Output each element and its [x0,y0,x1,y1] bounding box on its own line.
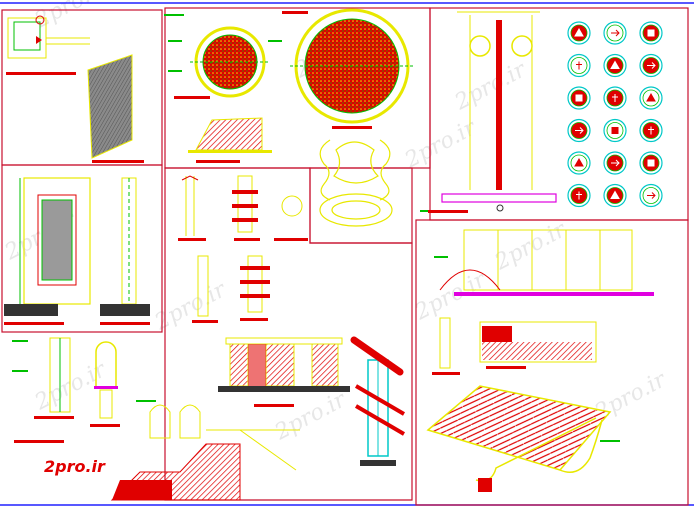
brand-logo-text: 2pro.ir [44,457,106,476]
sign-icon [603,53,627,78]
detail-g [426,229,654,492]
sign-icon [639,183,663,208]
sign-icon [639,21,663,45]
watermark-text: 2pro.ir [400,115,481,174]
detail-f [14,337,120,443]
detail-b [4,177,150,325]
sign-icon [603,118,627,143]
detail-e [110,175,406,501]
annotation-ticks [12,14,620,442]
sign-icon [639,151,663,175]
detail-d [428,11,557,213]
sign-icon-grid [567,21,663,208]
watermark-text: 2pro.ir [490,217,571,276]
sign-icon [603,151,627,175]
sign-icon [639,86,663,110]
detail-c [174,8,414,227]
watermark-text: 2pro.ir [270,387,351,446]
sign-icon [639,118,663,143]
watermark-text: 2pro.ir [410,267,491,326]
sign-icon [567,183,591,208]
sign-icon [567,118,591,143]
sign-icon [567,21,591,45]
sign-icon [603,86,627,110]
sign-icon [567,53,591,78]
detail-a [6,15,144,163]
sign-icon [639,53,663,78]
sign-icon [567,86,591,110]
watermark-text: 2pro.ir [450,57,531,116]
sign-icon [603,21,627,45]
sign-icon [567,151,591,175]
sign-icon [603,183,627,208]
